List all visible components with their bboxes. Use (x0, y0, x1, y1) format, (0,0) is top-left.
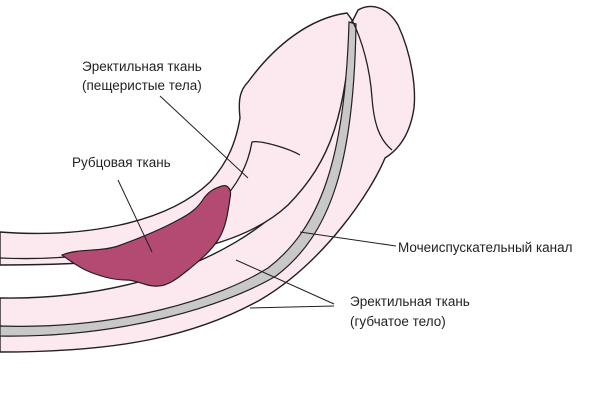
label-erectile-spongy-1: Эректильная ткань (350, 294, 470, 309)
leader-spongy-b (249, 305, 335, 309)
glans-outline (351, 19, 393, 151)
label-erectile-spongy-2: (губчатое тело) (350, 314, 446, 329)
leader-cavernous (159, 95, 249, 179)
label-scar-tissue: Рубцовая ткань (72, 155, 171, 170)
urethra-canal (0, 21, 357, 337)
scar-tissue-shape (60, 185, 232, 287)
leader-urethra (299, 231, 397, 247)
corpus-cavernosum-shape (0, 12, 353, 266)
leader-scar (117, 179, 153, 253)
label-erectile-cavernous-2: (пещеристые тела) (82, 78, 202, 93)
leader-spongy-a (235, 259, 335, 305)
label-urethra: Мочеиспускательный канал (398, 240, 573, 255)
label-erectile-cavernous-1: Эректильная ткань (82, 59, 202, 74)
